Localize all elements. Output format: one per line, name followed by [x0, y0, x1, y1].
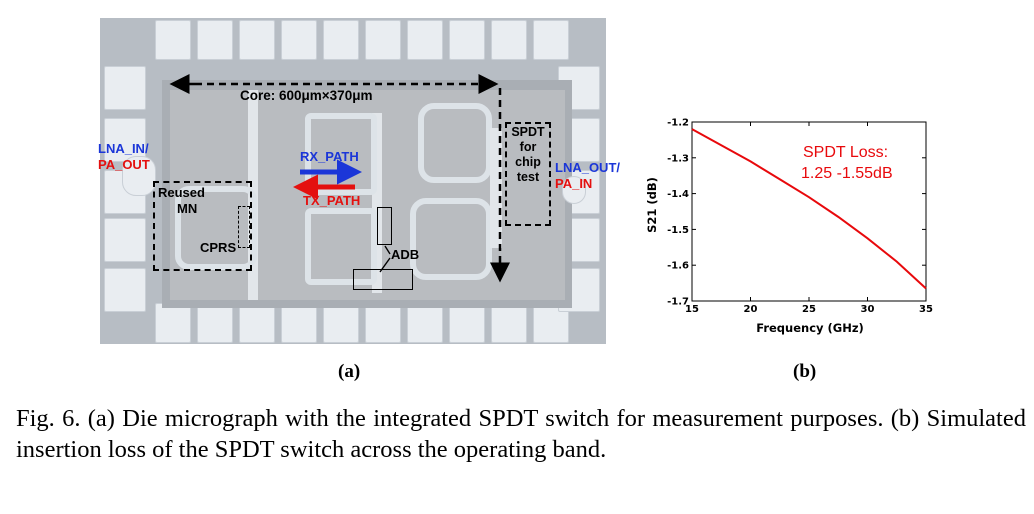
spdt-test-line: chip	[515, 155, 541, 169]
core-dimension-arrows	[169, 74, 510, 283]
bond-pad	[323, 20, 359, 60]
bond-pad	[155, 20, 191, 60]
bond-pad	[104, 66, 146, 110]
x-tick-label: 35	[919, 304, 933, 315]
s21-chart: 15 20 25 30 35 -1.2 -1.3 -1.4 -1.5 -1.6 -1.7 Frequ…	[645, 118, 933, 336]
y-tick-label: -1.5	[667, 225, 689, 236]
bond-pad	[104, 218, 146, 262]
y-tick-label: -1.2	[667, 118, 689, 129]
y-tick-label: -1.7	[667, 297, 689, 308]
spdt-test-box	[505, 122, 551, 226]
pa-in-label: PA_IN	[555, 176, 593, 191]
reused-label: Reused	[158, 185, 205, 200]
metal-strip	[372, 113, 382, 293]
inductor	[305, 113, 377, 195]
bond-pad	[407, 20, 443, 60]
reused-mn-box	[153, 181, 252, 271]
lna-in-label: LNA_IN/	[98, 141, 149, 156]
y-axis-label: S21 (dB)	[645, 177, 659, 233]
bond-pad	[155, 303, 191, 343]
x-axis-label: Frequency (GHz)	[756, 321, 864, 335]
inductor	[410, 198, 492, 280]
adb-box-lower	[353, 269, 413, 290]
bond-pad	[197, 20, 233, 60]
spdt-test-line: for	[519, 140, 537, 154]
mn-label: MN	[177, 201, 198, 216]
bond-pad	[104, 268, 146, 312]
bond-pad	[491, 303, 527, 343]
annotation-line-1: SPDT Loss:	[803, 144, 888, 161]
adb-label: ADB	[391, 247, 420, 262]
s21-line	[691, 128, 927, 290]
bond-pad	[281, 303, 317, 343]
bond-pad	[281, 20, 317, 60]
spdt-test-line: SPDT	[511, 125, 545, 139]
subcaption-b: (b)	[793, 361, 817, 382]
bond-pad	[533, 20, 569, 60]
tx-path-label: TX_PATH	[303, 193, 361, 208]
inductor	[305, 208, 377, 285]
die-micrograph: Core: 600μm×370μm Reused MN CPRS RX_PATH…	[100, 18, 606, 344]
bond-pad	[491, 20, 527, 60]
lna-out-label: LNA_OUT/	[555, 160, 620, 175]
spdt-test-line: test	[516, 170, 540, 184]
bond-pad	[365, 20, 401, 60]
chart-series	[691, 128, 927, 290]
x-tick-label: 20	[744, 304, 758, 315]
annotation-line-2: 1.25 -1.55dB	[801, 165, 893, 182]
y-tick-label: -1.6	[667, 261, 689, 272]
adb-box-upper	[377, 207, 392, 245]
y-tick-label: -1.4	[667, 189, 689, 200]
rx-path-label: RX_PATH	[300, 149, 359, 164]
x-tick-label: 30	[861, 304, 875, 315]
cprs-label: CPRS	[200, 240, 237, 255]
inductor-reused-mn	[175, 186, 257, 270]
inductor	[418, 103, 492, 183]
x-tick-label: 15	[685, 304, 699, 315]
y-tick-label: -1.3	[667, 153, 689, 164]
metal-strip	[490, 128, 502, 248]
bond-pad	[449, 20, 485, 60]
pa-out-label: PA_OUT	[98, 157, 150, 172]
core-size-label: Core: 600μm×370μm	[240, 88, 373, 103]
port-pad-right	[562, 176, 586, 204]
subcaption-a: (a)	[338, 361, 361, 382]
port-pad-left	[122, 156, 156, 196]
chart-ticks: 15 20 25 30 35 -1.2 -1.3 -1.4 -1.5 -1.6 -1.7	[667, 118, 933, 316]
x-tick-label: 25	[802, 304, 816, 315]
figure-caption: Fig. 6. (a) Die micrograph with the inte…	[16, 405, 1026, 463]
spdt-test-label: SPDT for chip test	[505, 125, 551, 185]
bond-pad	[197, 303, 233, 343]
bond-pad	[239, 20, 275, 60]
bond-pad	[239, 303, 275, 343]
cprs-box	[238, 206, 250, 248]
